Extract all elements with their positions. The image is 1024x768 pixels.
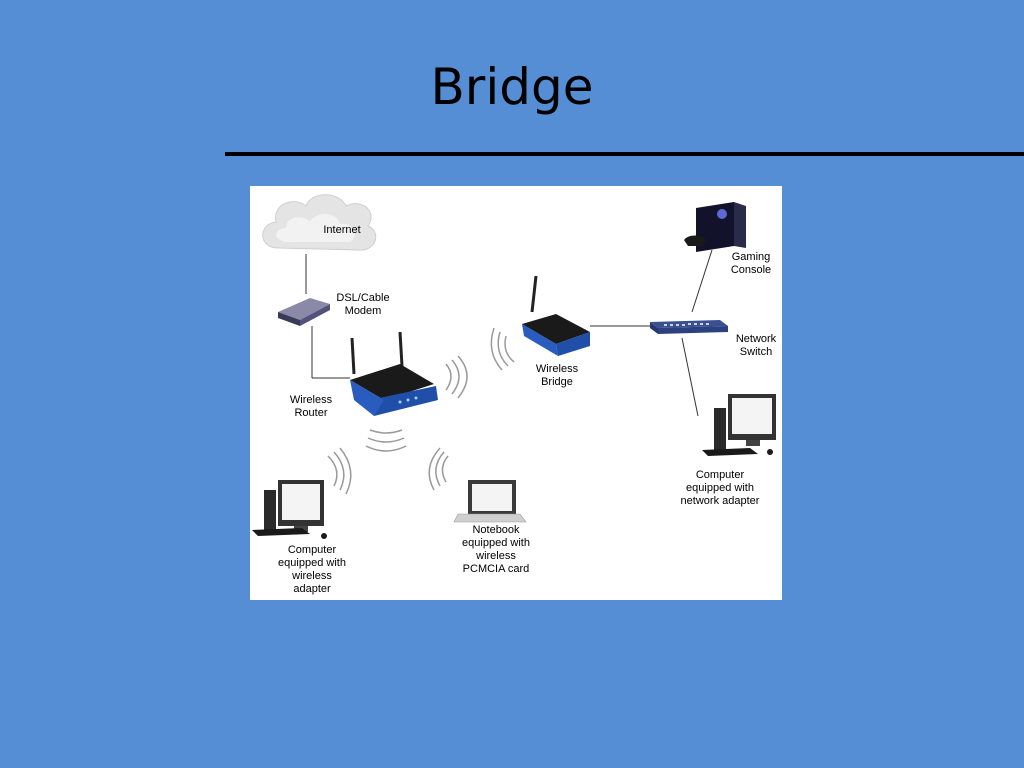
cloud-icon [262, 194, 377, 251]
modem-icon [278, 298, 330, 326]
label-modem: DSL/Cable Modem [336, 292, 390, 317]
diagram-canvas [252, 194, 776, 539]
console-icon [684, 202, 746, 252]
switch-icon [650, 320, 728, 334]
title-divider [225, 152, 1024, 156]
wired-computer-icon [702, 394, 776, 456]
label-console: Gaming Console [730, 251, 772, 276]
wireless-computer-icon [252, 480, 327, 539]
label-wired-computer: Computer equipped with network adapter [680, 469, 760, 507]
label-notebook: Notebook equipped with wireless PCMCIA c… [462, 524, 530, 575]
slide-title: Bridge [430, 58, 594, 116]
router-icon [350, 331, 438, 416]
label-wireless-computer: Computer equipped with wireless adapter [278, 544, 346, 595]
bridge-icon [522, 275, 590, 356]
connection-lines [305, 249, 713, 417]
switch-console-link [691, 249, 713, 313]
switch-computer-link [681, 337, 699, 417]
network-diagram: Internet DSL/Cable Modem Wireless Router… [250, 186, 782, 600]
label-bridge: Wireless Bridge [535, 363, 579, 388]
notebook-icon [453, 480, 527, 523]
label-router: Wireless Router [289, 394, 333, 419]
wireless-signal-waves [327, 327, 515, 495]
label-internet: Internet [323, 224, 361, 236]
label-switch: Network Switch [735, 333, 777, 358]
